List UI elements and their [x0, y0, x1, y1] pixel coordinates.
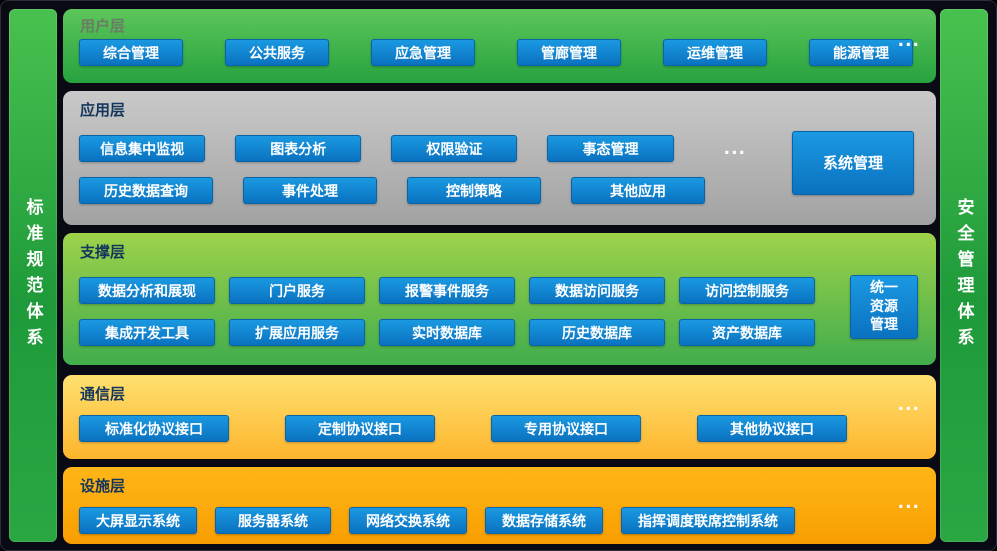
support-button[interactable]: 报警事件服务	[379, 277, 515, 304]
support-button[interactable]: 实时数据库	[379, 319, 515, 346]
layer-support-row-0: 数据分析和展现门户服务报警事件服务数据访问服务访问控制服务	[79, 277, 836, 304]
communication-button[interactable]: 其他协议接口	[697, 415, 847, 442]
support-button[interactable]: 门户服务	[229, 277, 365, 304]
application-button[interactable]: 事态管理	[547, 135, 674, 162]
application-button[interactable]: 其他应用	[571, 177, 705, 204]
application-button[interactable]: 事件处理	[243, 177, 377, 204]
support-button[interactable]: 资产数据库	[679, 319, 815, 346]
user-button[interactable]: 管廊管理	[517, 39, 621, 66]
application-button[interactable]: 信息集中监视	[79, 135, 206, 162]
layer-communication-row-0: 标准化协议接口 定制协议接口 专用协议接口 其他协议接口	[79, 415, 920, 442]
ellipsis: ...	[897, 395, 920, 415]
layer-communication-title: 通信层	[80, 385, 126, 403]
layer-support-rows: 数据分析和展现门户服务报警事件服务数据访问服务访问控制服务集成开发工具扩展应用服…	[79, 277, 836, 346]
user-button[interactable]: 能源管理	[809, 39, 913, 66]
user-button[interactable]: 公共服务	[225, 39, 329, 66]
facility-button[interactable]: 网络交换系统	[349, 507, 467, 534]
unified-resource-button[interactable]: 统一 资源 管理	[850, 275, 918, 339]
layer-support: 支撑层数据分析和展现门户服务报警事件服务数据访问服务访问控制服务集成开发工具扩展…	[63, 233, 936, 365]
application-button[interactable]: 控制策略	[407, 177, 541, 204]
layer-communication: 通信层标准化协议接口 定制协议接口 专用协议接口 其他协议接口...	[63, 375, 936, 459]
layer-facility-title: 设施层	[80, 477, 126, 495]
support-button[interactable]: 数据分析和展现	[79, 277, 215, 304]
communication-button[interactable]: 标准化协议接口	[79, 415, 229, 442]
layer-support-title: 支撑层	[80, 243, 126, 261]
pillar-standards-label: 标准规范体系	[22, 197, 43, 354]
ellipsis: ...	[897, 493, 920, 513]
application-button[interactable]: 历史数据查询	[79, 177, 213, 204]
pillar-standards: 标准规范体系	[9, 9, 57, 542]
layer-user-rows: 综合管理 公共服务 应急管理 管廊管理 运维管理 能源管理	[79, 39, 920, 66]
user-button[interactable]: 综合管理	[79, 39, 183, 66]
facility-button[interactable]: 指挥调度联席控制系统	[621, 507, 795, 534]
application-button[interactable]: 权限验证	[391, 135, 518, 162]
communication-button[interactable]: 定制协议接口	[285, 415, 435, 442]
pillar-security-label: 安全管理体系	[953, 197, 974, 354]
communication-button[interactable]: 专用协议接口	[491, 415, 641, 442]
user-button[interactable]: 运维管理	[663, 39, 767, 66]
facility-button[interactable]: 大屏显示系统	[79, 507, 197, 534]
system-management-button[interactable]: 系统管理	[792, 131, 914, 195]
layer-application-row-0: 信息集中监视 图表分析 权限验证 事态管理...	[79, 135, 746, 162]
user-button[interactable]: 应急管理	[371, 39, 475, 66]
layer-communication-rows: 标准化协议接口 定制协议接口 专用协议接口 其他协议接口	[79, 415, 920, 442]
facility-button[interactable]: 数据存储系统	[485, 507, 603, 534]
ellipsis: ...	[897, 31, 920, 51]
layer-user-title: 用户层	[80, 17, 126, 35]
support-button[interactable]: 集成开发工具	[79, 319, 215, 346]
layer-support-row-1: 集成开发工具扩展应用服务实时数据库历史数据库资产数据库	[79, 319, 836, 346]
layer-application-row-1: 历史数据查询 事件处理 控制策略 其他应用	[79, 177, 746, 204]
layer-facility-rows: 大屏显示系统服务器系统网络交换系统数据存储系统指挥调度联席控制系统	[79, 507, 920, 534]
layer-user: 用户层综合管理 公共服务 应急管理 管廊管理 运维管理 能源管理...	[63, 9, 936, 83]
support-button[interactable]: 访问控制服务	[679, 277, 815, 304]
pillar-security: 安全管理体系	[940, 9, 988, 542]
layer-application: 应用层信息集中监视 图表分析 权限验证 事态管理... 历史数据查询 事件处理 控制策略 其他…	[63, 91, 936, 225]
application-button[interactable]: 图表分析	[235, 135, 362, 162]
support-button[interactable]: 扩展应用服务	[229, 319, 365, 346]
layer-facility-row-0: 大屏显示系统服务器系统网络交换系统数据存储系统指挥调度联席控制系统	[79, 507, 920, 534]
facility-button[interactable]: 服务器系统	[215, 507, 331, 534]
layer-application-rows: 信息集中监视 图表分析 权限验证 事态管理... 历史数据查询 事件处理 控制策略 其他应用	[79, 135, 746, 204]
layer-user-row-0: 综合管理 公共服务 应急管理 管廊管理 运维管理 能源管理	[79, 39, 920, 66]
layer-facility: 设施层大屏显示系统服务器系统网络交换系统数据存储系统指挥调度联席控制系统...	[63, 467, 936, 544]
ellipsis: ...	[723, 138, 746, 159]
support-button[interactable]: 数据访问服务	[529, 277, 665, 304]
layer-application-title: 应用层	[80, 101, 126, 119]
support-button[interactable]: 历史数据库	[529, 319, 665, 346]
